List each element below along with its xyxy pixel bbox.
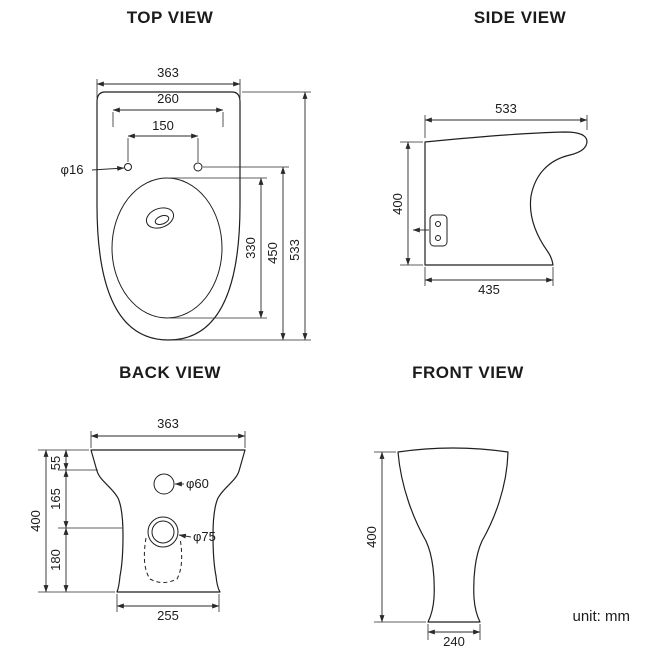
outlet-hole-outer: [147, 516, 179, 548]
inlet-hole: [153, 473, 175, 495]
side-view-extension-lines: [400, 115, 588, 286]
fixing-bracket: [429, 214, 448, 247]
back-view-title: BACK VIEW: [119, 363, 221, 382]
dim-label-top-width: 363: [157, 65, 179, 80]
drain-inner: [154, 215, 170, 225]
toilet-side-profile: [424, 131, 588, 266]
dim-label-front-base-width: 240: [443, 634, 465, 649]
dim-label-bowl-length: 330: [243, 237, 258, 259]
dim-label-hole-dia: φ16: [61, 162, 84, 177]
dim-label-back-width: 363: [157, 416, 179, 431]
unit-label: unit: mm: [572, 608, 630, 625]
dim-label-outlet-dia: φ75: [193, 529, 216, 544]
dim-label-back-height: 400: [28, 510, 43, 532]
outlet-leader: [178, 533, 192, 539]
hidden-drain-outline: [143, 537, 183, 583]
front-view-drawing: 400 240: [364, 447, 509, 649]
fixing-hole-top: [435, 221, 441, 227]
dim-label-top-inner-width: 260: [157, 91, 179, 106]
outlet-hole-inner: [151, 520, 175, 544]
dim-label-front-height: 400: [364, 526, 379, 548]
fixing-hole-bottom: [435, 235, 441, 241]
hinge-hole-right: [193, 162, 203, 172]
front-view-dimension-lines: [379, 451, 481, 635]
dim-label-side-height: 400: [390, 193, 405, 215]
dim-label-side-length: 533: [495, 101, 517, 116]
side-view-title: SIDE VIEW: [473, 8, 567, 27]
back-view-dimension-lines: [43, 433, 246, 609]
side-view-drawing: 533 400 435: [390, 101, 588, 297]
front-view-extension-lines: [374, 451, 481, 640]
top-view-title: TOP VIEW: [126, 8, 214, 27]
dim-label-back-base-width: 255: [157, 608, 179, 623]
back-view-drawing: 363 55 165 180 400 φ60 φ75 255: [28, 416, 246, 623]
toilet-back-outline: [90, 449, 246, 593]
front-view-title: FRONT VIEW: [412, 363, 524, 382]
toilet-front-outline: [397, 447, 509, 623]
dim-label-hinge-spacing: 150: [152, 118, 174, 133]
bowl-opening-ellipse: [111, 177, 223, 319]
dim-label-seat-length: 450: [265, 242, 280, 264]
dim-label-seg-top: 55: [48, 456, 63, 470]
side-view-dimension-lines: [405, 117, 588, 283]
dim-label-top-length: 533: [287, 239, 302, 261]
dim-label-seg-mid: 165: [48, 488, 63, 510]
top-view-drawing: 363 260 150 φ16 330 450 533: [61, 65, 311, 341]
dim-label-seg-bottom: 180: [48, 549, 63, 571]
dim-label-side-base: 435: [478, 282, 500, 297]
hinge-hole-left: [124, 163, 132, 171]
dim-label-inlet-dia: φ60: [186, 476, 209, 491]
drain-outline: [145, 207, 175, 229]
toilet-top-outline: [96, 91, 241, 341]
top-view-dimension-lines: [91, 81, 308, 341]
top-view-extension-lines: [96, 79, 311, 341]
